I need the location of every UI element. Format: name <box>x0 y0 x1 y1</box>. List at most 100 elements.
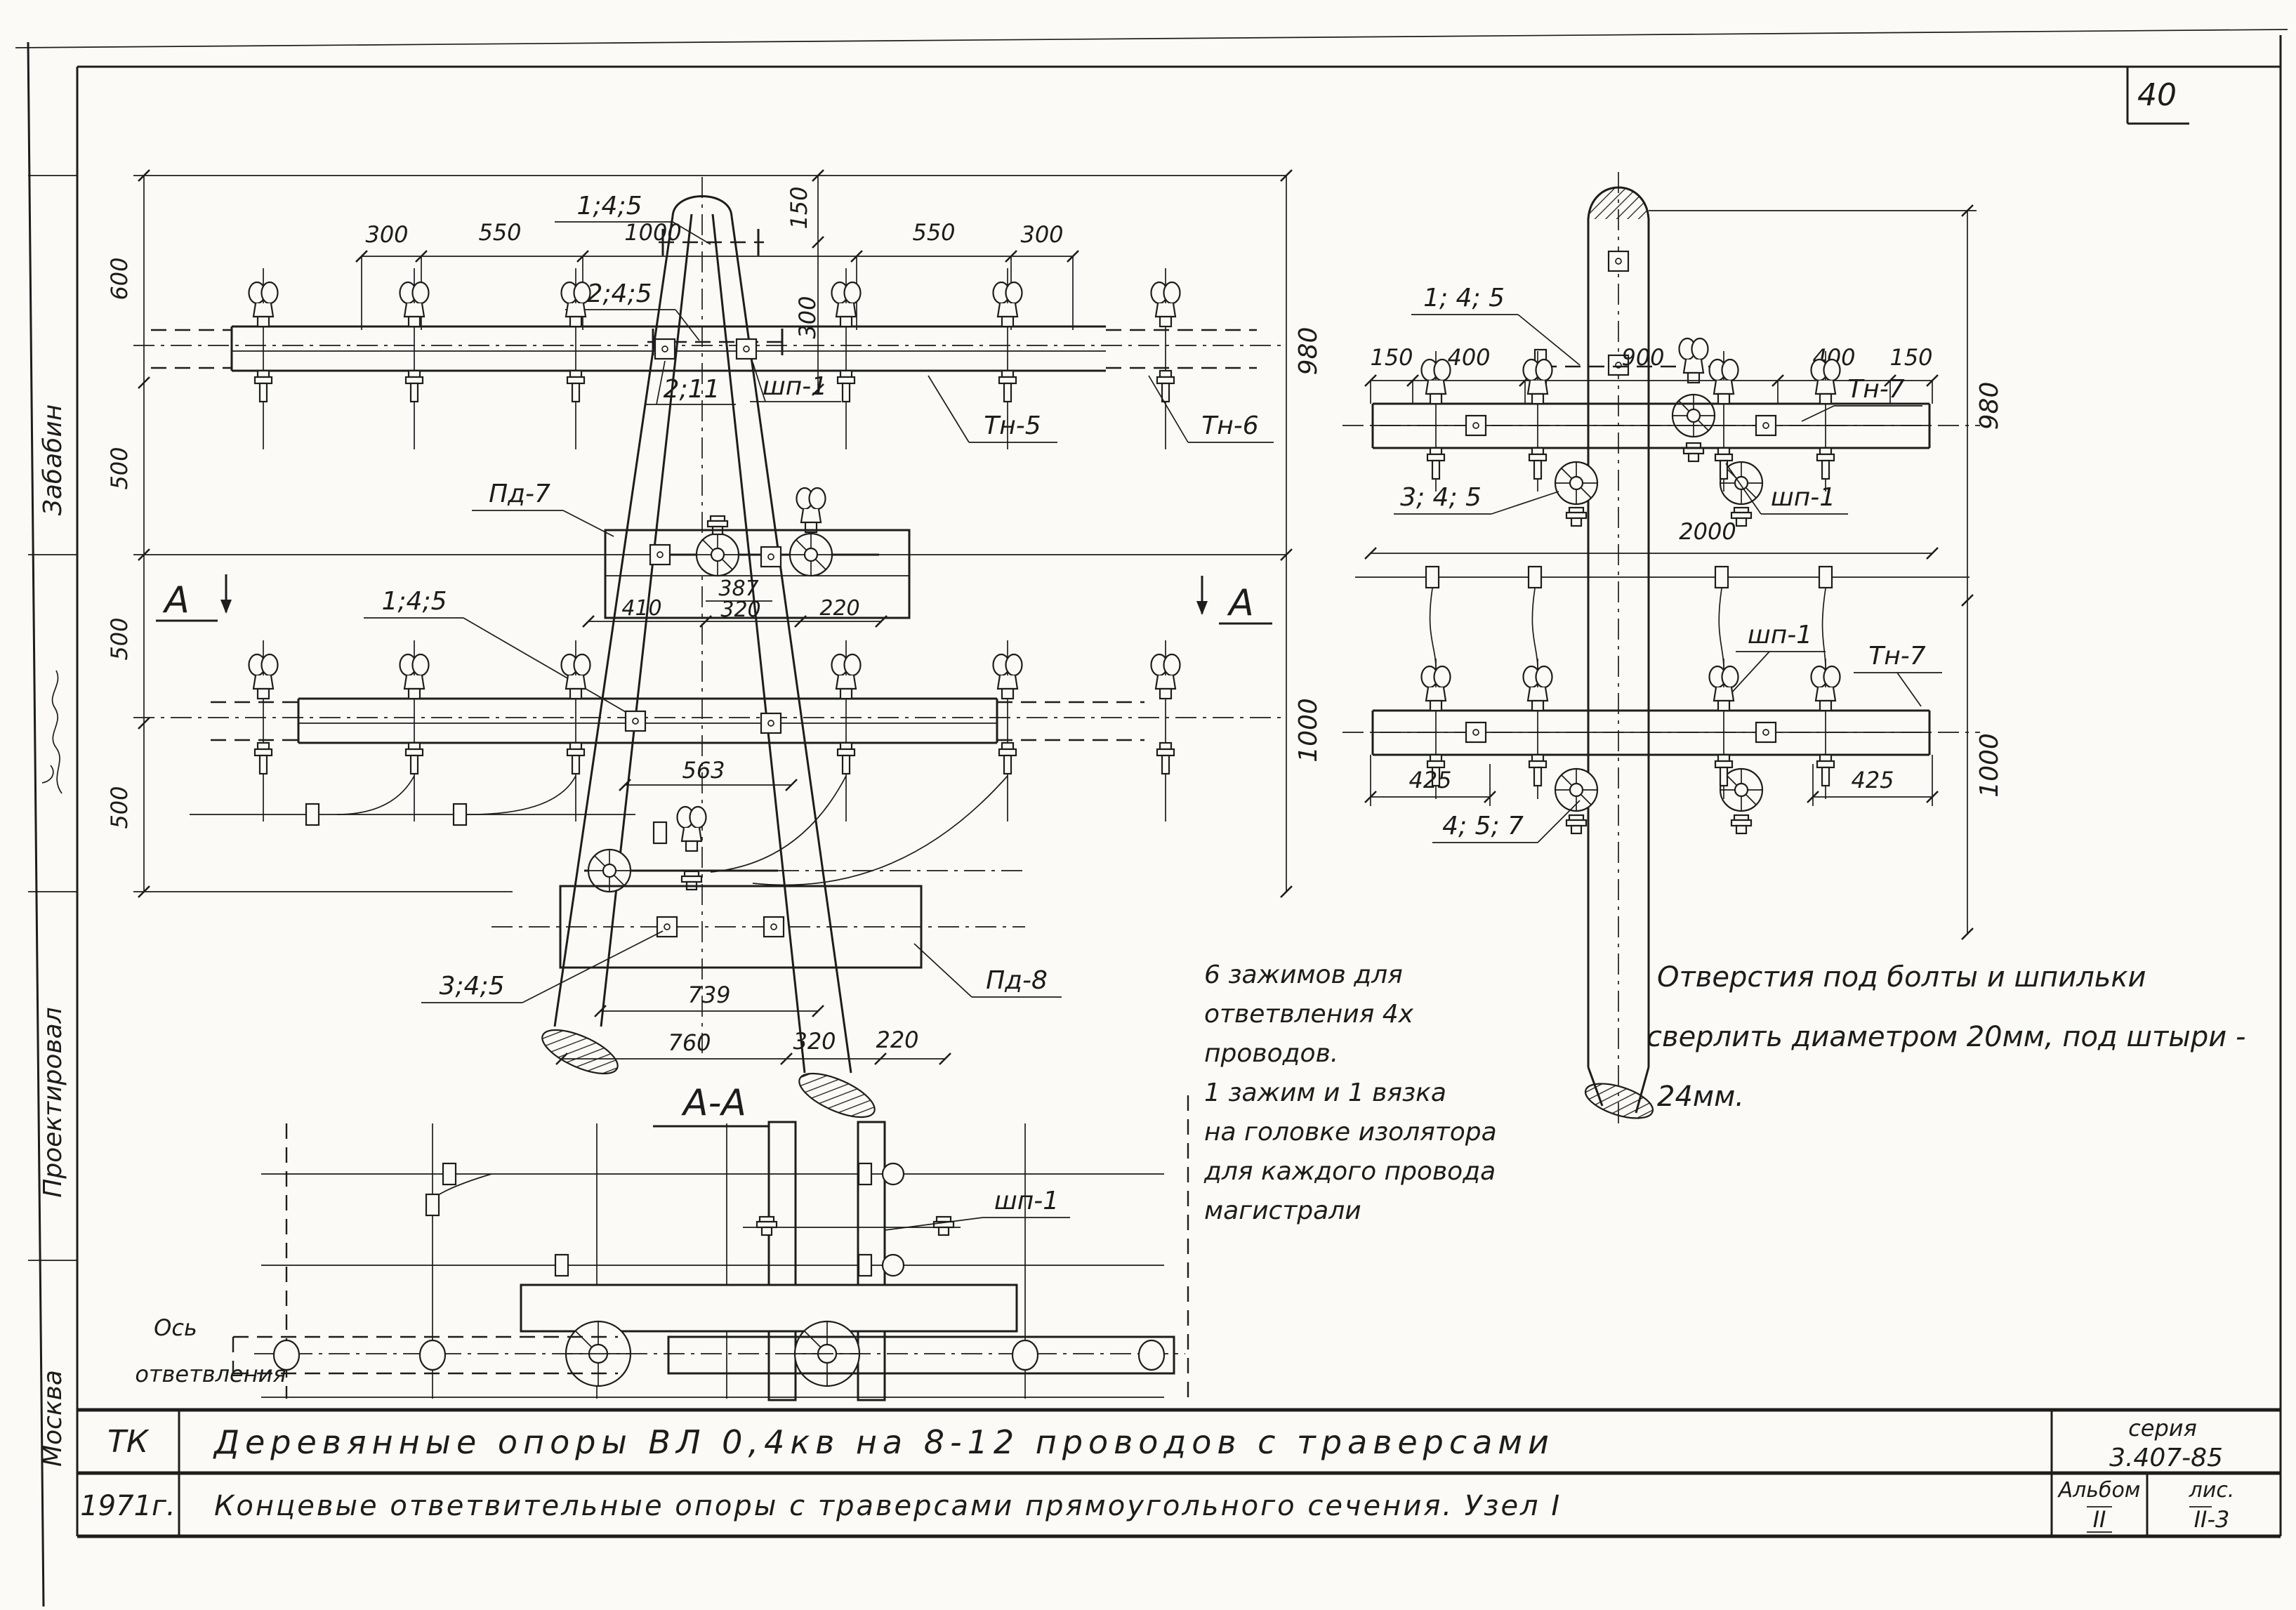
dim-387: 387 <box>718 576 758 601</box>
insulator-icon <box>248 653 279 700</box>
note-line: Отверстия под болты и шпильки <box>1657 961 2146 994</box>
wheel-icon <box>695 532 740 577</box>
dim-550: 550 <box>478 219 521 246</box>
title-block: ТК Деревянные опоры ВЛ 0,4кв на 8-12 про… <box>77 1408 2281 1538</box>
top-dim-chain: 300 550 1000 550 300 <box>355 219 1080 330</box>
dim-220: 220 <box>876 1027 918 1053</box>
title-year: 1971г. <box>80 1490 176 1522</box>
signature-icon <box>41 670 62 794</box>
margin-stamp-column: Забабин Проектировал Москва <box>39 404 67 1467</box>
clamp-icon <box>1714 565 1729 589</box>
callout-211: 2;11 <box>664 375 720 404</box>
insulator-icon <box>1522 358 1553 405</box>
insulator-icon <box>992 281 1023 328</box>
note-line: 6 зажимов для <box>1204 961 1403 989</box>
margin-city: Москва <box>39 1370 67 1467</box>
margin-name: Забабин <box>39 404 67 516</box>
sheet-number: 40 <box>2137 77 2177 113</box>
insulator-icon <box>399 281 430 328</box>
dim-980: 980 <box>1294 327 1323 376</box>
insulators-row-2 <box>248 640 1181 822</box>
wheel-icon <box>789 532 833 577</box>
right-top-dims: 150 400 900 400 150 <box>1364 344 1939 404</box>
dim-739: 739 <box>687 982 730 1008</box>
clamp-icon <box>452 803 468 826</box>
note-line: ответвления 4х <box>1204 1000 1414 1029</box>
callout-345: 3; 4; 5 <box>1400 483 1482 512</box>
clamp-icon <box>857 1162 873 1186</box>
callout-345: 3;4;5 <box>440 972 505 1001</box>
clamp-icon <box>1818 565 1833 589</box>
note-line: на головке изолятора <box>1204 1118 1497 1147</box>
clamp-icon <box>1425 565 1440 589</box>
right-view-right-dims: 980 1000 <box>1649 204 2004 941</box>
insulator-icon <box>1708 665 1739 712</box>
right-traverse-2 <box>1342 709 1980 835</box>
album-label: Альбом <box>2057 1478 2141 1503</box>
sheet-value: II-3 <box>2194 1506 2230 1533</box>
title-code: ТК <box>107 1424 150 1460</box>
dim-150: 150 <box>1889 344 1932 371</box>
callout-145-mid: 1;4;5 <box>382 587 447 616</box>
pole-top-dims: 150 300 <box>786 169 825 397</box>
clamp-icon <box>1527 565 1543 589</box>
insulator-icon <box>1522 665 1553 712</box>
dim-425: 425 <box>1851 767 1894 793</box>
callout-pd8: Пд-8 <box>986 966 1048 995</box>
left-dim-chain: 600 500 500 500 <box>106 169 151 899</box>
pd7-crossarm: 387 <box>604 529 911 619</box>
dim-320: 320 <box>720 598 760 622</box>
callout-shp1: шп-1 <box>763 372 827 401</box>
dim-760: 760 <box>668 1029 711 1056</box>
callout-145: 1; 4; 5 <box>1423 284 1505 312</box>
traverse-2 <box>133 697 1286 744</box>
left-view: 600 500 500 500 980 1000 300 550 1000 55… <box>106 169 1323 1128</box>
dim-300: 300 <box>1020 221 1063 248</box>
section-marker-left: А <box>156 574 232 622</box>
dim-2000: 2000 <box>1679 518 1736 545</box>
sheet-number-box: 40 <box>2126 67 2189 125</box>
sheet-frame: 40 <box>15 29 2288 1607</box>
dim-300: 300 <box>794 296 821 338</box>
pd7-dims: 410 320 220 <box>581 596 888 628</box>
note-line: проводов. <box>1204 1039 1338 1068</box>
sheet-label: лис. <box>2189 1478 2235 1503</box>
callout-pd7: Пд-7 <box>489 480 550 508</box>
series-label: серия <box>2128 1415 2197 1441</box>
wheel-icon <box>1554 461 1599 506</box>
note-line: магистрали <box>1204 1196 1361 1225</box>
pd8-crossarm <box>491 885 1025 969</box>
clamp-icon <box>554 1253 569 1277</box>
dim-410: 410 <box>621 596 661 621</box>
dim-980: 980 <box>1975 382 2004 430</box>
right-pole <box>1584 172 1654 1123</box>
album-value: II <box>2093 1506 2106 1533</box>
dim-1000: 1000 <box>1294 698 1323 763</box>
title-line1: Деревянные опоры ВЛ 0,4кв на 8-12 провод… <box>213 1423 1555 1461</box>
insulator-icon <box>1150 653 1181 700</box>
note-line: 1 зажим и 1 вязка <box>1204 1078 1446 1107</box>
callout-457: 4; 5; 7 <box>1442 812 1524 840</box>
dim-150: 150 <box>786 186 812 229</box>
right-view: 1; 4; 5 150 400 900 400 150 <box>1342 172 2004 1123</box>
insulator-icon <box>796 487 826 534</box>
note-line: 24мм. <box>1657 1081 1744 1113</box>
right-bottom-dims: 425 425 <box>1364 755 1939 806</box>
callout-245: 2;4;5 <box>587 279 652 308</box>
section-marker-right: А <box>1196 576 1272 625</box>
insulator-icon <box>831 653 862 700</box>
clamp-icon <box>425 1193 440 1217</box>
dim-220: 220 <box>819 596 859 621</box>
note-line: сверлить диаметром 20мм, под штыри - <box>1647 1021 2245 1053</box>
callout-tn7-upper: Тн-7 <box>1847 375 1905 404</box>
insulator-icon <box>992 653 1023 700</box>
margin-designed: Проектировал <box>39 1007 67 1197</box>
callout-145-top: 1;4;5 <box>577 192 642 220</box>
insulator-icon <box>248 281 279 328</box>
dim-500: 500 <box>106 447 133 489</box>
dim-550: 550 <box>912 219 955 246</box>
series-value: 3.407-85 <box>2109 1444 2223 1472</box>
insulator-icon <box>560 281 591 328</box>
